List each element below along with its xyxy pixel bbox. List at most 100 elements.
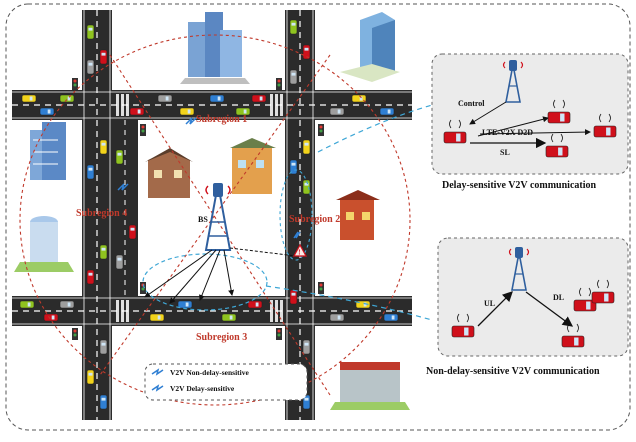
- building-icon: [330, 362, 410, 410]
- svg-text:!: !: [298, 249, 300, 257]
- d2d-label: LTE-V2X D2D: [482, 128, 533, 137]
- bs-label: BS: [198, 215, 208, 224]
- car-icon: [302, 44, 311, 60]
- car-icon: [329, 107, 345, 116]
- car-icon: [86, 24, 95, 40]
- car-icon: [593, 125, 617, 138]
- car-icon: [383, 313, 399, 322]
- car-icon: [302, 179, 311, 195]
- car-icon: [115, 254, 124, 270]
- non-delay-sensitive-panel: [437, 237, 629, 357]
- subregion-4-label: Subregion 4: [76, 208, 127, 219]
- bs-links: [144, 247, 297, 304]
- building-icon: [14, 216, 74, 272]
- car-icon: [179, 107, 195, 116]
- car-icon: [209, 94, 225, 103]
- signal-icon: [599, 113, 611, 123]
- car-icon: [251, 94, 267, 103]
- sl-label: SL: [500, 148, 510, 157]
- non-delay-link-icon: [151, 368, 164, 376]
- car-icon: [21, 94, 37, 103]
- car-icon: [59, 94, 75, 103]
- car-icon: [547, 111, 571, 124]
- cluster-ellipse-bottom: [142, 253, 268, 311]
- signal-icon: [579, 287, 591, 297]
- traffic-light-icon: [72, 328, 78, 340]
- car-icon: [221, 313, 237, 322]
- car-icon: [115, 149, 124, 165]
- delay-link-icon: [151, 384, 164, 392]
- car-icon: [129, 107, 145, 116]
- car-icon: [451, 325, 475, 338]
- traffic-light-icon: [276, 78, 282, 90]
- car-icon: [545, 145, 569, 158]
- car-icon: [157, 94, 173, 103]
- car-icon: [289, 69, 298, 85]
- car-icon: [39, 107, 55, 116]
- link-to-delay-panel: [317, 104, 433, 153]
- traffic-light-icon: [140, 282, 146, 294]
- building-icon: [180, 12, 250, 84]
- car-icon: [128, 224, 137, 240]
- traffic-light-icon: [140, 124, 146, 136]
- warning-icon: !: [292, 243, 308, 257]
- car-icon: [86, 369, 95, 385]
- car-icon: [99, 394, 108, 410]
- ul-label: UL: [484, 299, 495, 308]
- control-label: Control: [458, 99, 485, 108]
- car-icon: [177, 300, 193, 309]
- car-icon: [302, 139, 311, 155]
- building-icon: [230, 138, 276, 194]
- car-icon: [19, 300, 35, 309]
- car-icon: [247, 300, 263, 309]
- signal-icon: [597, 279, 609, 289]
- car-icon: [235, 107, 251, 116]
- map-cars: [19, 19, 399, 410]
- buildings: [14, 12, 410, 410]
- signal-icon: [449, 119, 461, 129]
- delay-sensitive-links: [117, 117, 301, 239]
- traffic-light-icon: [318, 124, 324, 136]
- car-icon: [149, 313, 165, 322]
- subregion-3-label: Subregion 3: [196, 332, 247, 343]
- cluster-ellipse-right: [279, 169, 313, 261]
- car-icon: [329, 313, 345, 322]
- car-icon: [99, 244, 108, 260]
- car-icon: [379, 107, 395, 116]
- signal-icon: [567, 323, 579, 333]
- car-icon: [351, 94, 367, 103]
- car-icon: [99, 49, 108, 65]
- building-icon: [340, 12, 400, 82]
- subregion-2-label: Subregion 2: [289, 214, 340, 225]
- car-icon: [43, 313, 59, 322]
- car-icon: [99, 139, 108, 155]
- building-icon: [336, 190, 380, 240]
- car-icon: [289, 19, 298, 35]
- car-icon: [86, 59, 95, 75]
- car-icon: [86, 269, 95, 285]
- car-icon: [302, 339, 311, 355]
- bs-tower-icon: [204, 183, 232, 251]
- subregion-boundaries: [19, 34, 411, 406]
- car-icon: [573, 299, 597, 312]
- car-icon: [443, 131, 467, 144]
- map-legend: V2V Non-delay-sensitive V2V Delay-sensit…: [144, 363, 308, 401]
- traffic-lights: [72, 78, 324, 340]
- car-icon: [561, 335, 585, 348]
- bs-tower-icon: [502, 60, 524, 103]
- region-divider-a: [109, 54, 331, 396]
- delay-panel-caption: Delay-sensitive V2V communication: [442, 180, 597, 191]
- car-icon: [59, 300, 75, 309]
- traffic-light-icon: [72, 78, 78, 90]
- signal-icon: [553, 99, 565, 109]
- subregion-1-label: Subregion 1: [196, 114, 247, 125]
- traffic-light-icon: [276, 328, 282, 340]
- nondelay-panel-caption: Non-delay-sensitive V2V communication: [426, 366, 600, 377]
- legend-delay-label: V2V Delay-sensitive: [170, 384, 235, 393]
- outer-frame: [5, 3, 631, 431]
- legend-non-delay-label: V2V Non-delay-sensitive: [170, 368, 249, 377]
- delay-sensitive-panel: [431, 53, 629, 175]
- signal-icon: [551, 133, 563, 143]
